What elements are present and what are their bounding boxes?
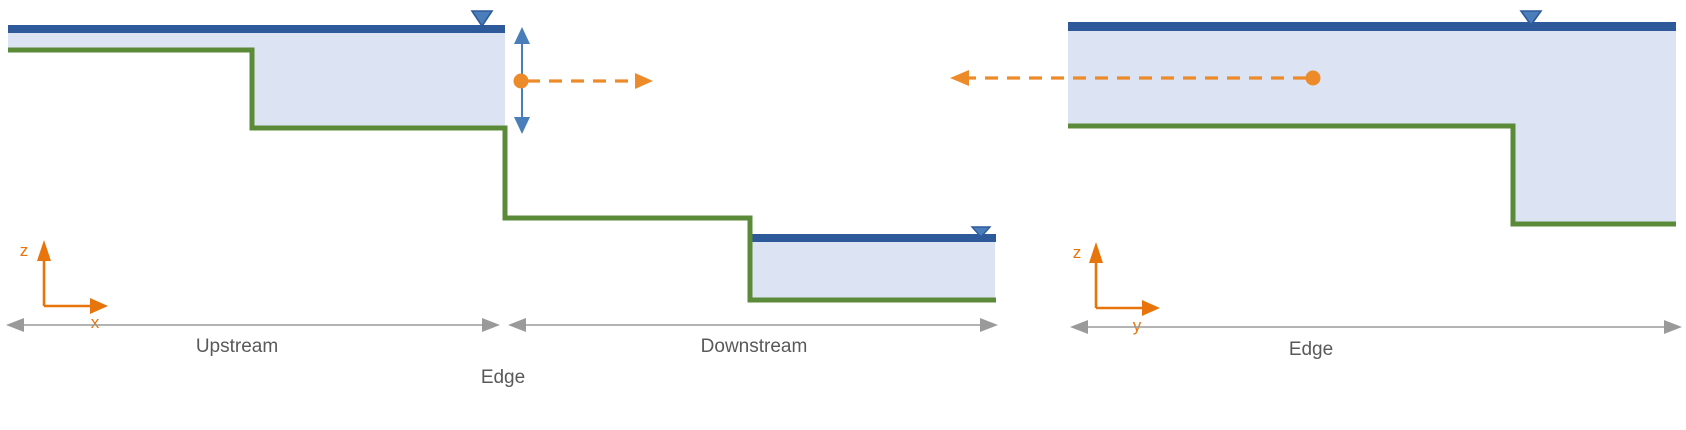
axis-label-y-right: y — [1133, 316, 1142, 335]
downstream-label: Downstream — [701, 336, 808, 357]
axes-left: z x — [20, 240, 108, 332]
axis-label-x-left: x — [91, 313, 100, 332]
downstream-span-dimension: Downstream — [508, 318, 998, 357]
flow-direction-indicator-right — [950, 70, 1321, 86]
orange-dot-left — [513, 73, 529, 89]
edge-span-dimension: Edge — [1070, 320, 1682, 360]
axis-label-z-left: z — [20, 241, 29, 260]
edge-label-right: Edge — [1289, 339, 1333, 360]
flow-direction-indicator-left — [513, 73, 653, 89]
upstream-water-surface-line — [8, 25, 505, 33]
downstream-water-fill — [752, 239, 995, 300]
upstream-label: Upstream — [196, 336, 278, 357]
transverse-water-level-triangle-icon — [1519, 10, 1543, 27]
axes-right: z y — [1073, 242, 1160, 335]
upstream-span-dimension: Upstream — [6, 318, 500, 357]
left-panel-longitudinal: z x Upstream Downstream Edge — [6, 10, 998, 388]
downstream-water-level-triangle-icon — [970, 226, 992, 239]
bed-profile-line — [8, 47, 996, 303]
transverse-bed-profile-line — [1068, 123, 1676, 227]
edge-label-left: Edge — [481, 367, 525, 388]
right-panel-transverse: z y Edge — [950, 10, 1682, 360]
orange-dot-right — [1305, 70, 1321, 86]
upstream-water-level-triangle-icon — [470, 10, 494, 28]
transverse-water-surface-line — [1068, 22, 1676, 31]
axis-label-z-right: z — [1073, 243, 1082, 262]
upstream-water-fill — [8, 30, 505, 128]
downstream-water-surface-line — [750, 234, 996, 242]
